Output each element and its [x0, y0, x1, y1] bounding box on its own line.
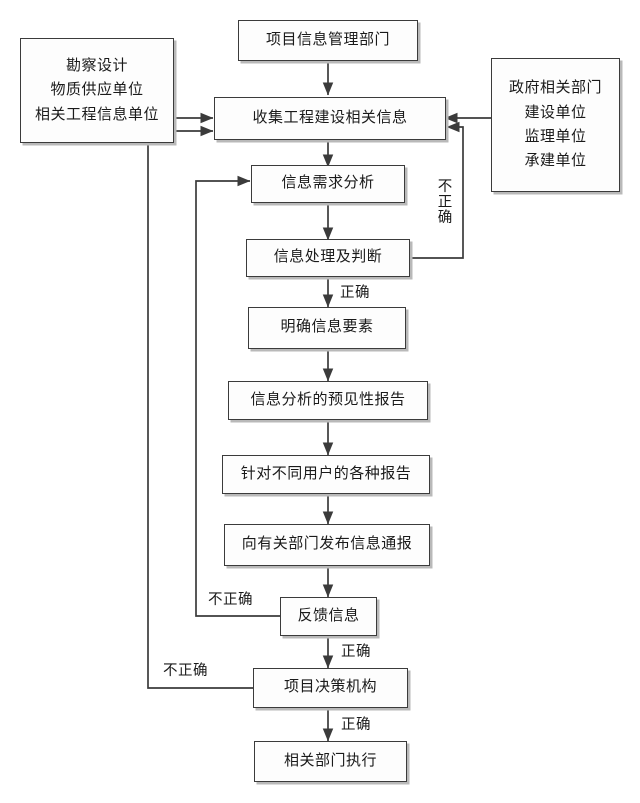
- node-right-source-units[interactable]: 政府相关部门 建设单位 监理单位 承建单位: [491, 58, 620, 192]
- node-label-line-2: 物质供应单位: [50, 82, 144, 99]
- node-information-processing-judgment[interactable]: 信息处理及判断: [246, 239, 410, 277]
- node-label: 相关部门执行: [283, 752, 377, 769]
- node-related-dept-execute[interactable]: 相关部门执行: [254, 741, 407, 782]
- edge-label-correct-decision: 正确: [341, 717, 371, 733]
- node-project-decision-body[interactable]: 项目决策机构: [253, 668, 408, 708]
- node-label: 项目决策机构: [283, 679, 377, 696]
- node-reports-for-different-users[interactable]: 针对不同用户的各种报告: [222, 455, 430, 494]
- node-information-demand-analysis[interactable]: 信息需求分析: [251, 165, 405, 203]
- node-label: 信息分析的预见性报告: [250, 391, 406, 408]
- edge-label-correct-processing: 正确: [340, 285, 370, 301]
- edge-label-incorrect-processing: 不正确: [435, 178, 452, 225]
- edge-label-correct-feedback: 正确: [341, 644, 371, 660]
- node-collect-construction-info[interactable]: 收集工程建设相关信息: [214, 97, 446, 140]
- edge-label-incorrect-feedback: 不正确: [208, 592, 253, 608]
- node-label: 收集工程建设相关信息: [252, 109, 408, 126]
- node-label-line-3: 监理单位: [524, 129, 587, 145]
- node-label: 针对不同用户的各种报告: [240, 465, 412, 482]
- node-label: 项目信息管理部门: [265, 31, 390, 48]
- node-label-line-2: 建设单位: [524, 104, 587, 121]
- node-label: 反馈信息: [297, 607, 360, 624]
- node-clarify-information-elements[interactable]: 明确信息要素: [248, 307, 406, 349]
- node-left-source-units[interactable]: 勘察设计 物质供应单位 相关工程信息单位: [20, 38, 174, 143]
- node-label: 信息需求分析: [281, 175, 375, 192]
- node-label: 向有关部门发布信息通报: [241, 536, 413, 553]
- node-label-line-1: 政府相关部门: [508, 80, 602, 97]
- node-label-line-4: 承建单位: [524, 153, 587, 170]
- node-predictive-analysis-report[interactable]: 信息分析的预见性报告: [228, 381, 428, 420]
- node-label-line-1: 勘察设计: [65, 58, 128, 75]
- node-feedback-information[interactable]: 反馈信息: [280, 597, 377, 636]
- node-label: 信息处理及判断: [273, 249, 383, 266]
- node-publish-info-bulletin[interactable]: 向有关部门发布信息通报: [224, 524, 430, 566]
- node-label: 明确信息要素: [280, 319, 374, 336]
- node-project-info-management-dept[interactable]: 项目信息管理部门: [238, 20, 418, 61]
- edge-label-incorrect-decision: 不正确: [163, 663, 208, 679]
- node-label-line-3: 相关工程信息单位: [34, 106, 159, 123]
